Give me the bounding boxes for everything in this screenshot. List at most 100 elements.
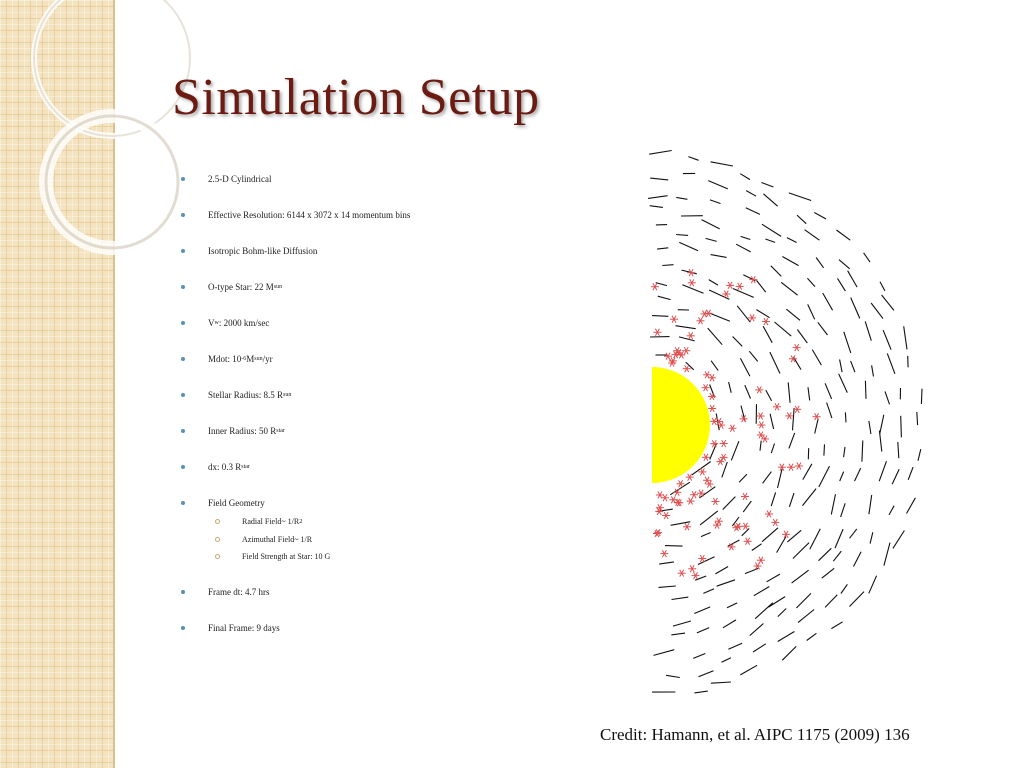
field-line-segment — [809, 528, 821, 550]
field-line-segment — [756, 309, 770, 319]
field-line-segment — [650, 177, 669, 181]
field-line-segment — [897, 441, 900, 459]
field-line-segment — [715, 566, 729, 575]
particle-marker — [728, 424, 737, 432]
field-line-segment — [694, 690, 708, 694]
field-line-segment — [864, 380, 867, 399]
field-line-segment — [754, 602, 774, 620]
field-line-segment — [732, 287, 754, 298]
field-line-segment — [675, 325, 696, 330]
particle-marker — [703, 371, 712, 379]
field-line-segment — [769, 413, 775, 430]
particle-marker — [793, 405, 802, 414]
particle-marker — [698, 554, 707, 563]
particle-marker — [741, 522, 750, 530]
particle-marker — [688, 565, 697, 573]
field-line-segment — [870, 302, 884, 319]
field-line-segment — [903, 326, 908, 350]
field-line-segment — [652, 315, 669, 317]
field-line-segment — [791, 407, 795, 431]
field-line-segment — [796, 214, 807, 225]
sub-bullet-item: Azimuthal Field~ 1/R — [215, 533, 312, 545]
bullet-item: Field Geometry — [181, 496, 265, 510]
field-line-segment — [850, 297, 861, 319]
field-line-segment — [676, 196, 688, 200]
field-line-segment — [891, 468, 900, 485]
particle-marker — [785, 412, 794, 420]
field-line-segment — [676, 233, 689, 236]
field-line-segment — [722, 496, 736, 510]
particle-marker — [792, 343, 801, 352]
particle-marker — [670, 315, 678, 323]
particle-marker — [687, 279, 696, 287]
field-line-segment — [791, 569, 809, 584]
particle-marker — [673, 488, 682, 496]
field-line-segment — [823, 444, 826, 456]
field-line-segment — [818, 465, 830, 488]
field-line-segment — [655, 282, 668, 287]
field-line-segment — [881, 294, 895, 311]
field-line-segment — [864, 321, 872, 341]
field-line-segment — [752, 643, 767, 653]
field-line-segment — [731, 516, 740, 527]
field-line-segment — [708, 279, 719, 286]
field-line-segment — [878, 461, 888, 482]
field-line-segment — [839, 471, 845, 482]
field-line-segment — [703, 588, 715, 594]
particle-marker — [691, 571, 700, 580]
particle-marker — [682, 364, 691, 373]
particle-marker — [756, 431, 765, 439]
bullet-item: Isotropic Bohm-like Diffusion — [181, 244, 317, 258]
particle-marker — [655, 491, 664, 499]
field-line-segment — [879, 414, 885, 434]
field-line-segment — [824, 594, 838, 608]
field-line-segment — [831, 621, 843, 630]
field-line-segment — [806, 632, 817, 641]
particle-marker — [727, 543, 736, 551]
field-line-segment — [749, 623, 764, 637]
field-line-segment — [817, 321, 828, 336]
particle-marker — [710, 440, 719, 448]
particle-marker — [682, 347, 691, 355]
field-line-segment — [691, 461, 712, 476]
particle-marker — [685, 473, 694, 481]
field-line-segment — [728, 381, 732, 393]
field-line-segment — [756, 280, 767, 293]
field-line-segment — [868, 420, 872, 434]
field-line-segment — [710, 254, 727, 258]
field-line-segment — [863, 252, 871, 263]
field-line-segment — [744, 567, 759, 575]
field-line-segment — [761, 527, 779, 543]
field-line-segment — [697, 556, 715, 565]
field-line-segment — [742, 500, 752, 513]
field-line-segment — [788, 432, 796, 449]
field-line-segment — [884, 391, 891, 405]
particle-marker — [701, 453, 710, 462]
field-line-segment — [818, 547, 832, 562]
field-line-segment — [888, 505, 895, 516]
field-line-segment — [770, 443, 776, 454]
field-line-segment — [745, 190, 757, 197]
particle-marker — [677, 351, 686, 359]
field-line-segment — [787, 529, 802, 543]
field-line-segment — [822, 292, 834, 311]
field-line-segment — [698, 670, 714, 678]
particle-marker — [687, 268, 696, 277]
bullet-item: Effective Resolution: 6144 x 3072 x 14 m… — [181, 208, 410, 222]
field-line-segment — [701, 219, 720, 230]
sub-bullet-item: Field Strength at Star: 10 G — [215, 550, 330, 562]
field-line-segment — [774, 321, 792, 337]
field-line-segment — [699, 486, 716, 499]
field-line-segment — [736, 305, 751, 323]
field-line-segment — [732, 336, 743, 347]
decorative-rings — [31, 0, 193, 255]
particle-marker — [660, 549, 669, 558]
field-line-segment — [777, 631, 795, 642]
field-line-segment — [672, 620, 692, 627]
field-line-segment — [649, 205, 663, 208]
field-line-segment — [782, 256, 799, 267]
